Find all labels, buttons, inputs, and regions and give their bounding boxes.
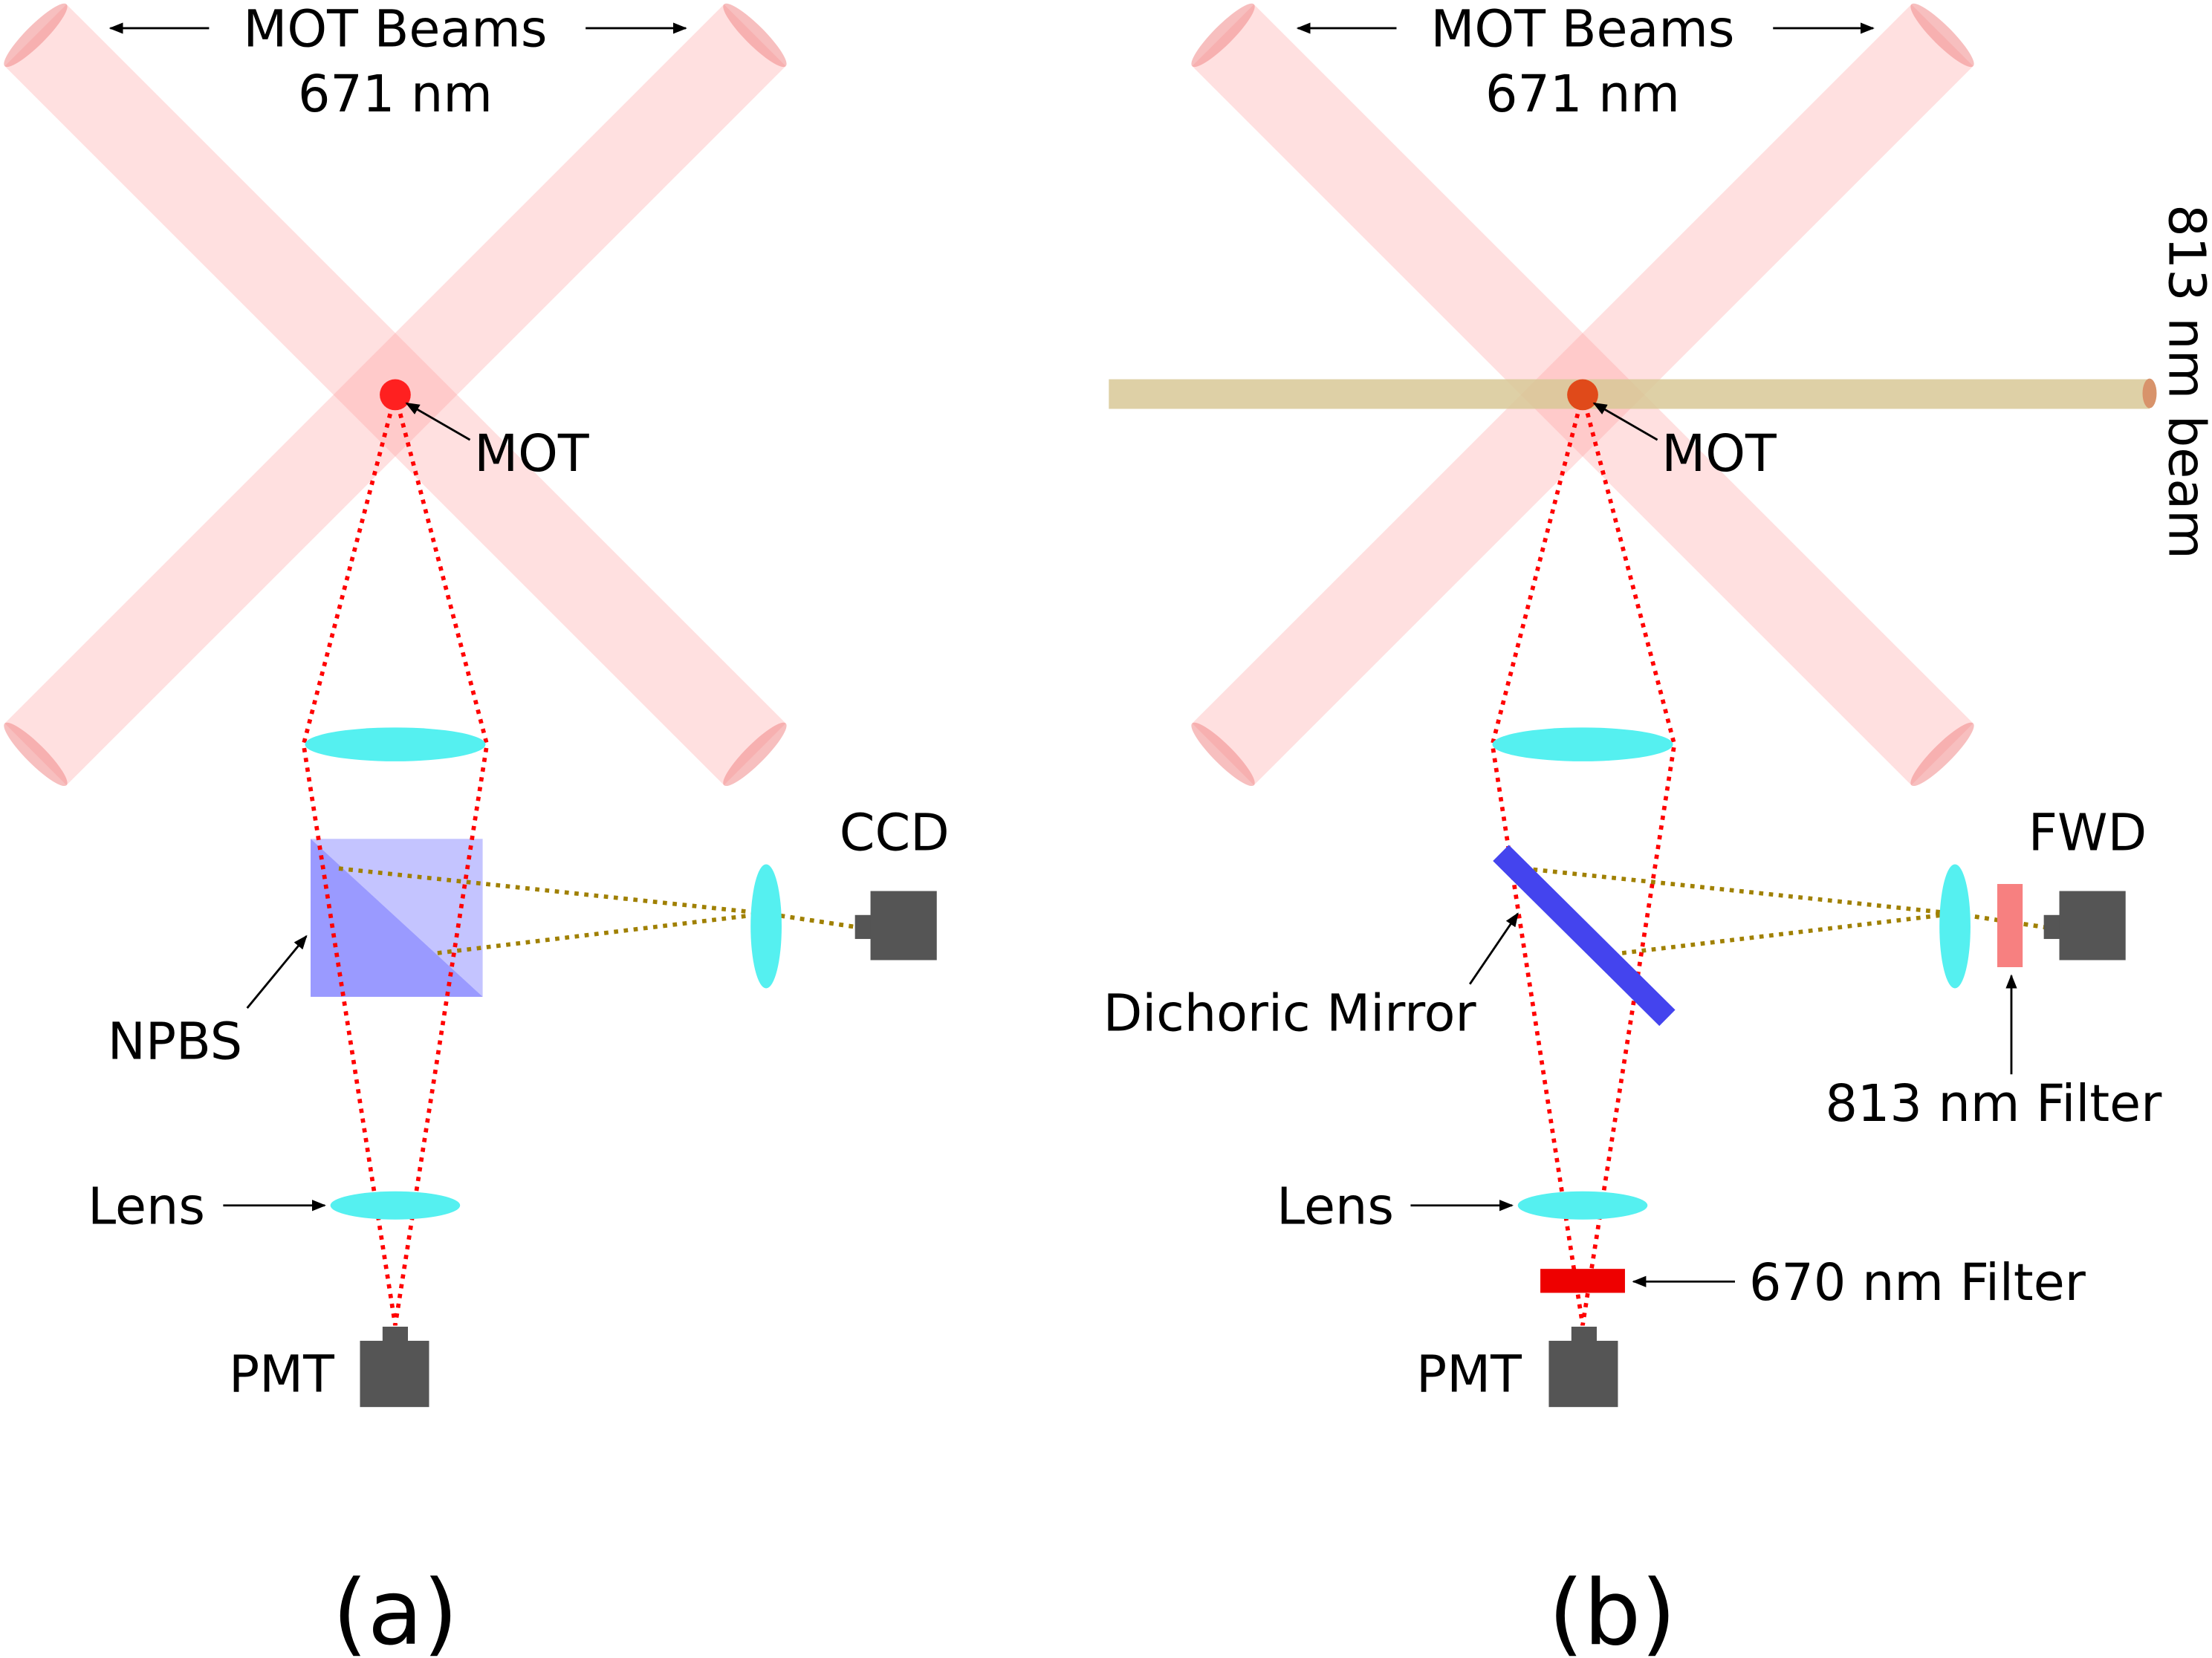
mot-beam-end-b-tr	[1910, 3, 1974, 68]
mot-cloud-a	[380, 379, 411, 411]
fluorescence-rays-a	[301, 394, 490, 1326]
mot-beam-end-a-br	[723, 722, 787, 787]
caption-a: (a)	[332, 1560, 458, 1658]
panel-b: MOT Beams 671 nm MOT 813 nm beam Dichori…	[1103, 1, 2212, 1658]
pmt-label-a: PMT	[229, 1345, 334, 1404]
lens-label-b: Lens	[1277, 1177, 1394, 1236]
pmt-label-b: PMT	[1416, 1345, 1522, 1404]
npbs-arrow	[246, 934, 308, 1009]
caption-b: (b)	[1548, 1560, 1676, 1658]
mot-beams-label-a: MOT Beams	[243, 1, 547, 59]
dipole-beam-end	[2142, 378, 2157, 409]
pmt-lens-b	[1517, 1191, 1648, 1220]
mot-beam-end-b-tl	[1191, 3, 1255, 68]
mot-label-a: MOT	[474, 425, 589, 484]
dichroic-label: Dichoric Mirror	[1103, 984, 1477, 1043]
mot-beam-end-a-tr	[723, 3, 787, 68]
npbs-cube	[311, 839, 483, 997]
mot-cloud-b	[1567, 379, 1598, 411]
pmt-a	[360, 1326, 429, 1408]
npbs-label: NPBS	[108, 1012, 242, 1071]
panel-a: MOT Beams 671 nm MOT NPBS CCD Lens PMT (…	[4, 1, 950, 1658]
mot-beams-wavelength-b: 671 nm	[1485, 65, 1680, 124]
mot-beam-end-b-br	[1910, 722, 1974, 787]
pmt-lens-a	[330, 1191, 461, 1220]
dipole-beam-label: 813 nm beam	[2157, 204, 2212, 559]
mot-label-b: MOT	[1661, 425, 1777, 484]
mot-beams-wavelength-a: 671 nm	[298, 65, 493, 124]
ccd-label: CCD	[840, 804, 950, 862]
filter-813-label: 813 nm Filter	[1825, 1075, 2162, 1134]
lens-label-a: Lens	[88, 1177, 205, 1236]
dipole-beam-813	[1109, 379, 2150, 409]
objective-lens-a	[305, 727, 486, 761]
pmt-b	[1548, 1326, 1618, 1408]
fwd-detector	[2043, 891, 2126, 960]
reflected-rays-a	[338, 866, 861, 955]
filter-670	[1540, 1269, 1625, 1293]
mot-beam-end-a-bl	[4, 722, 68, 787]
fwd-lens	[1939, 864, 1971, 989]
ccd-lens	[750, 864, 782, 989]
dichroic-mirror	[1493, 845, 1676, 1027]
filter-813	[1997, 884, 2023, 967]
ccd-camera	[854, 891, 937, 960]
filter-670-label: 670 nm Filter	[1749, 1254, 2086, 1313]
fwd-label: FWD	[2028, 804, 2147, 862]
mot-beams-label-b: MOT Beams	[1430, 1, 1734, 59]
mot-arrow-a	[405, 402, 471, 441]
mot-arrow-b	[1592, 402, 1658, 441]
objective-lens-b	[1492, 727, 1673, 761]
dichroic-arrow	[1468, 912, 1519, 985]
fluorescence-rays-b	[1490, 394, 1677, 1326]
mot-beam-end-b-bl	[1191, 722, 1255, 787]
mot-beam-end-a-tl	[4, 3, 68, 68]
